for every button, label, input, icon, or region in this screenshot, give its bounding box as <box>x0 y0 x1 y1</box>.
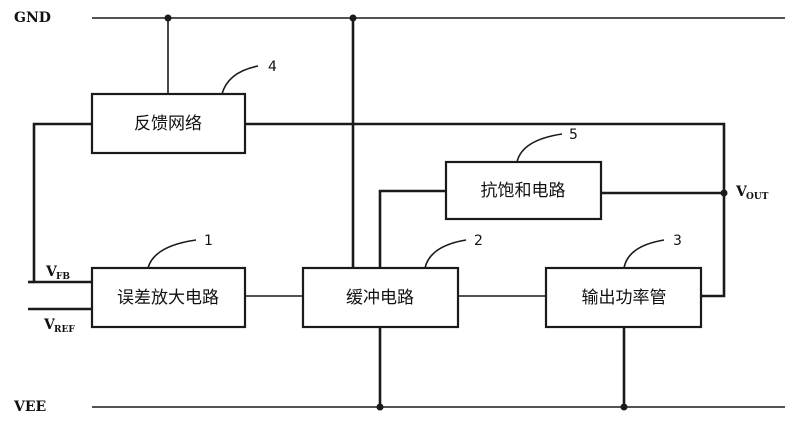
output-power-block: 输出功率管 <box>544 266 703 329</box>
callout-1-number: 1 <box>204 233 213 249</box>
callout-5-leader <box>516 133 563 163</box>
callout-1-leader <box>147 239 197 269</box>
callout-5-number: 5 <box>569 127 578 143</box>
output-power-label: 输出功率管 <box>582 288 667 308</box>
callout-3-leader <box>623 239 665 269</box>
callout-4-leader <box>221 65 259 95</box>
buffer-block: 缓冲电路 <box>301 266 460 329</box>
buffer-label: 缓冲电路 <box>346 288 414 308</box>
svg-text:V: V <box>735 184 748 200</box>
callout-2-leader <box>424 239 467 269</box>
svg-text:V: V <box>45 264 58 280</box>
error-amplifier-block: 误差放大电路 <box>90 266 247 329</box>
wire-output-vout <box>701 193 726 298</box>
anti-saturation-label: 抗饱和电路 <box>481 181 566 201</box>
wire-feedback-vout <box>245 122 726 193</box>
junction-gnd-feedback <box>164 14 172 22</box>
vee-label: VEE <box>13 399 46 415</box>
error-amplifier-label: 误差放大电路 <box>117 288 219 308</box>
vout-label: V OUT <box>735 184 769 202</box>
vfb-label: V FB <box>45 264 70 282</box>
callout-2-number: 2 <box>474 233 483 249</box>
svg-text:FB: FB <box>56 272 70 282</box>
callout-3-number: 3 <box>673 233 682 249</box>
vref-label: V REF <box>43 317 75 335</box>
junction-output-vee <box>620 403 628 411</box>
junction-buffer-vee <box>376 403 384 411</box>
junction-gnd-buffer <box>349 14 357 22</box>
feedback-network-label: 反馈网络 <box>134 114 202 134</box>
feedback-network-block: 反馈网络 <box>90 92 247 155</box>
wire-antisat-buffer <box>378 189 446 268</box>
wire-feedback-vfb <box>32 122 92 284</box>
callout-4-number: 4 <box>268 59 277 75</box>
svg-text:V: V <box>43 317 56 333</box>
svg-text:OUT: OUT <box>746 192 769 202</box>
anti-saturation-block: 抗饱和电路 <box>444 160 603 221</box>
svg-text:REF: REF <box>54 325 75 335</box>
gnd-label: GND <box>14 10 51 26</box>
